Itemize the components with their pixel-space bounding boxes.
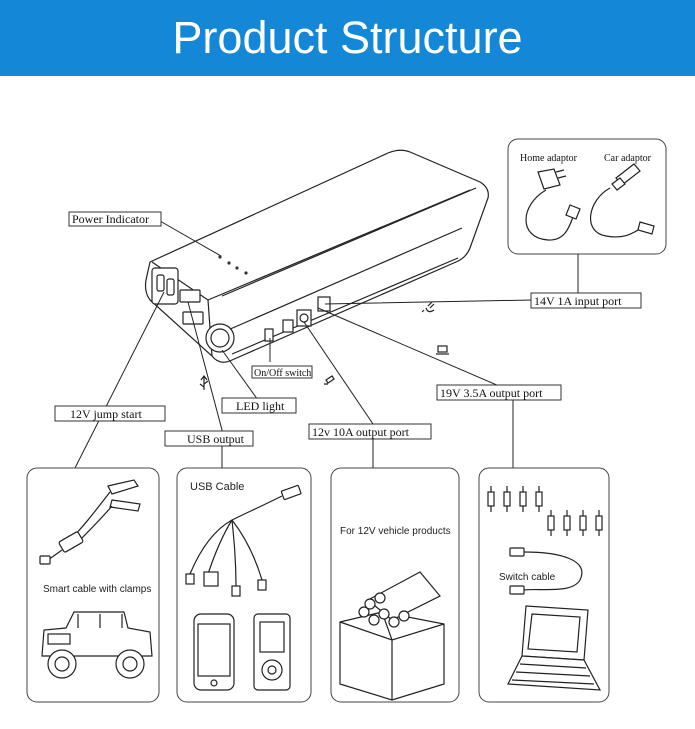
adaptor-panel [507,138,667,255]
home-adaptor-icon [525,168,581,241]
led-light-label: LED light [236,399,285,413]
music-player-icon [253,613,291,691]
vehicle-panel-caption: For 12V vehicle products [340,526,451,537]
header-banner: Product Structure [0,0,695,76]
power-plug-icon [421,301,435,313]
car-adaptor-label: Car adaptor [604,153,652,164]
power-bank-body [144,149,489,363]
power-indicator-label: Power Indicator [72,212,149,226]
on-off-switch-label: On/Off switch [254,368,311,379]
led-light [205,323,235,353]
led-light-box [221,397,297,414]
output-12v-box [308,423,432,440]
cooler-icon [339,571,445,701]
side-ports [264,296,331,342]
connector-tips-icon [487,486,603,536]
jump-start-label: 12V jump start [70,407,142,421]
smart-cable-clamps-icon [39,479,141,565]
input-port-box [530,292,642,309]
usb-output-box [164,430,254,447]
laptop-icon [436,345,449,355]
jump-start-box [54,405,166,422]
on-off-switch-box [251,365,313,379]
input-port-label: 14V 1A input port [534,294,622,308]
laptop-panel-caption: Switch cable [499,572,556,583]
page-title: Product Structure [172,12,523,63]
usb-multi-cable-icon [185,484,302,597]
power-indicator-lights [218,255,248,275]
phone-icon [193,613,235,691]
car-adaptor-icon [590,163,655,238]
laptop-computer-icon [507,605,602,691]
usb-panel-caption: USB Cable [190,481,244,493]
usb-ports [179,289,204,325]
jump-panel-caption: Smart cable with clamps [43,584,151,595]
output-19v-box [436,384,562,401]
home-adaptor-label: Home adaptor [520,153,578,164]
jeep-icon [41,611,153,679]
car-socket-icon [324,375,335,385]
usb-output-label: USB output [187,432,245,446]
jump-start-socket [151,267,179,305]
output-12v-label: 12v 10A output port [312,425,410,439]
usb-icon [199,375,209,390]
power-indicator-box [68,211,162,227]
switch-cable-icon [509,547,583,595]
output-19v-label: 19V 3.5A output port [440,386,543,400]
